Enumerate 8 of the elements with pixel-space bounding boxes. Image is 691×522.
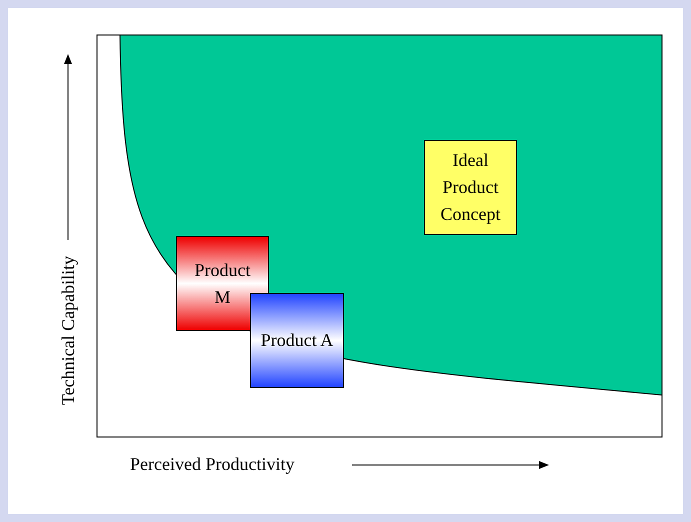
box-label: Product A bbox=[260, 329, 334, 352]
box-label: Ideal Product Concept bbox=[440, 149, 502, 226]
box-label: Product M bbox=[194, 258, 252, 308]
axis-title: Perceived Productivity bbox=[130, 454, 294, 475]
product-box bbox=[176, 236, 269, 331]
product-box bbox=[250, 293, 344, 388]
product-box bbox=[424, 140, 517, 235]
axis-title: Technical Capability bbox=[58, 255, 79, 405]
